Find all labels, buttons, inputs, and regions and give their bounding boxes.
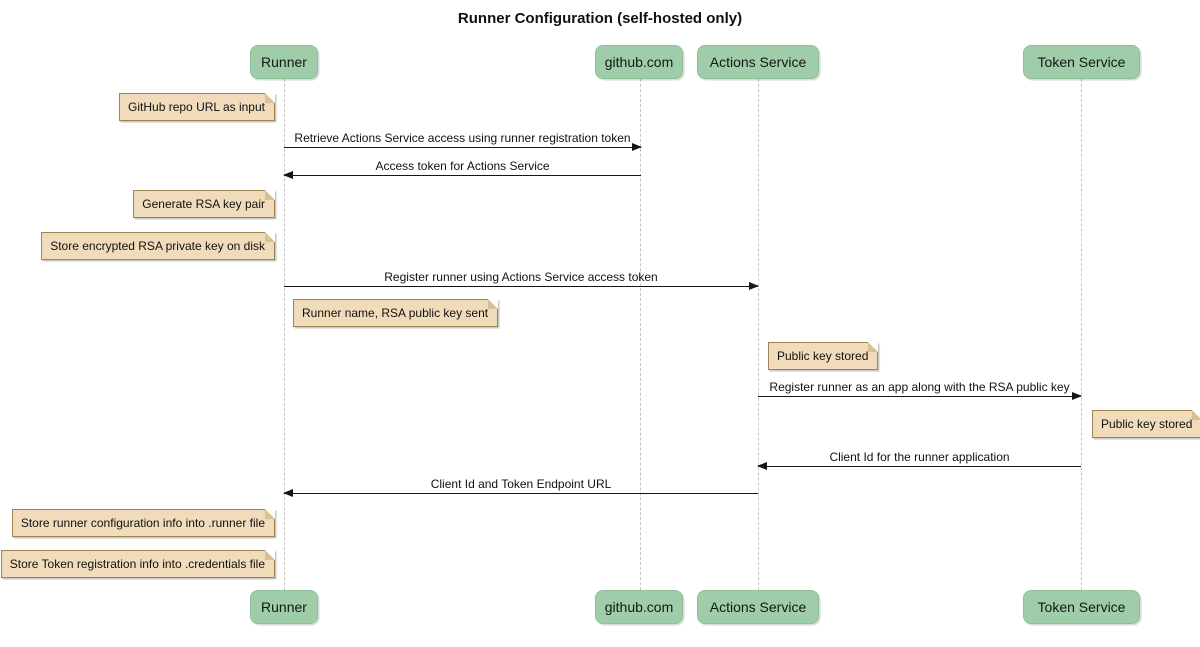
participant-bottom-token-service: Token Service bbox=[1023, 590, 1140, 624]
participant-bottom-actions-service: Actions Service bbox=[697, 590, 819, 624]
note-runner-name-rsa-sent: Runner name, RSA public key sent bbox=[293, 299, 499, 327]
lifeline-runner bbox=[283, 79, 285, 590]
arrowhead-right-icon bbox=[749, 282, 759, 290]
participant-label: Actions Service bbox=[709, 54, 807, 70]
lifeline-github bbox=[639, 79, 641, 590]
note-github-repo-url: GitHub repo URL as input bbox=[119, 93, 275, 121]
participant-label: Runner bbox=[261, 54, 307, 70]
note-text: Public key stored bbox=[777, 349, 869, 363]
message-label: Register runner using Actions Service ac… bbox=[384, 270, 658, 284]
message-label: Register runner as an app along with the… bbox=[769, 380, 1070, 394]
participant-label: Runner bbox=[261, 599, 307, 615]
message-client-id: Client Id for the runner application bbox=[757, 450, 1081, 470]
participant-bottom-runner: Runner bbox=[250, 590, 318, 624]
message-register-runner: Register runner using Actions Service ac… bbox=[284, 270, 759, 290]
message-label: Access token for Actions Service bbox=[375, 159, 550, 173]
participant-top-runner: Runner bbox=[250, 45, 318, 79]
participant-label: github.com bbox=[604, 599, 674, 615]
note-text: Generate RSA key pair bbox=[142, 197, 265, 211]
arrowhead-right-icon bbox=[632, 143, 642, 151]
note-text: GitHub repo URL as input bbox=[128, 100, 265, 114]
lifeline-actions-service bbox=[757, 79, 759, 590]
note-text: Store Token registration info into .cred… bbox=[9, 557, 265, 571]
message-retrieve-access: Retrieve Actions Service access using ru… bbox=[284, 131, 642, 151]
participant-top-token-service: Token Service bbox=[1023, 45, 1140, 79]
lifeline-token-service bbox=[1081, 79, 1082, 590]
message-label: Client Id and Token Endpoint URL bbox=[430, 477, 612, 491]
arrowhead-left-icon bbox=[757, 462, 767, 470]
participant-label: Actions Service bbox=[709, 599, 807, 615]
participant-label: Token Service bbox=[1037, 54, 1126, 70]
message-label: Retrieve Actions Service access using ru… bbox=[294, 131, 631, 145]
note-store-runner-config: Store runner configuration info into .ru… bbox=[11, 509, 276, 537]
participant-bottom-github: github.com bbox=[595, 590, 683, 624]
note-public-key-stored-actions: Public key stored bbox=[768, 342, 879, 370]
note-text: Store encrypted RSA private key on disk bbox=[50, 239, 265, 253]
participant-label: github.com bbox=[604, 54, 674, 70]
participant-top-actions-service: Actions Service bbox=[697, 45, 819, 79]
participant-label: Token Service bbox=[1037, 599, 1126, 615]
message-access-token: Access token for Actions Service bbox=[283, 159, 641, 179]
note-store-encrypted-rsa-key: Store encrypted RSA private key on disk bbox=[41, 232, 275, 260]
participant-top-github: github.com bbox=[595, 45, 683, 79]
diagram-title: Runner Configuration (self-hosted only) bbox=[457, 10, 743, 27]
message-register-app: Register runner as an app along with the… bbox=[758, 380, 1082, 400]
note-text: Runner name, RSA public key sent bbox=[302, 306, 489, 320]
note-public-key-stored-token: Public key stored bbox=[1092, 410, 1200, 438]
note-generate-rsa-key-pair: Generate RSA key pair bbox=[133, 190, 275, 218]
message-label: Client Id for the runner application bbox=[829, 450, 1010, 464]
note-text: Public key stored bbox=[1101, 417, 1193, 431]
note-store-token-registration: Store Token registration info into .cred… bbox=[0, 550, 276, 578]
note-text: Store runner configuration info into .ru… bbox=[20, 516, 265, 530]
arrowhead-right-icon bbox=[1072, 392, 1082, 400]
arrowhead-left-icon bbox=[283, 489, 293, 497]
arrowhead-left-icon bbox=[283, 171, 293, 179]
message-client-id-endpoint: Client Id and Token Endpoint URL bbox=[283, 477, 758, 497]
